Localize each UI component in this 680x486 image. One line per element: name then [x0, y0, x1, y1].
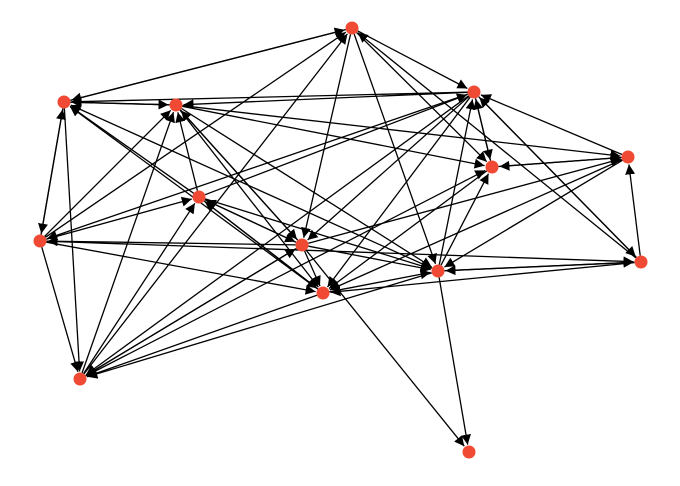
node-n10	[73, 372, 87, 386]
edge-n4-n12	[46, 240, 634, 267]
edge-n6-n4	[47, 236, 296, 247]
edge-n8-n7	[440, 173, 490, 266]
edge-n10-n6	[85, 248, 296, 377]
edge-n2-n8	[181, 107, 433, 268]
nodes-layer	[33, 21, 648, 459]
node-n9	[621, 150, 635, 164]
edge-n8-n10	[87, 272, 432, 379]
node-n2	[169, 98, 183, 112]
node-n7	[485, 160, 499, 174]
edge-n3-n2	[183, 91, 468, 110]
edge-n1-n7	[356, 32, 488, 163]
edge-n4-n0	[40, 109, 66, 235]
edge-n11-n10	[86, 294, 318, 378]
node-n12	[634, 255, 648, 269]
node-n4	[33, 234, 47, 248]
node-n8	[431, 264, 445, 278]
node-n5	[192, 190, 206, 204]
node-n0	[57, 95, 71, 109]
edge-n4-n11	[46, 241, 316, 295]
edge-n7-n11	[328, 170, 488, 290]
edge-n5-n11	[203, 200, 318, 289]
edge-n12-n11	[330, 261, 635, 297]
node-n6	[295, 238, 309, 252]
edge-n4-n10	[41, 247, 80, 372]
edge-n5-n6	[204, 199, 296, 243]
edge-n5-n8	[205, 198, 431, 271]
edge-n4-n2	[44, 109, 172, 237]
edge-n7-n9	[498, 153, 621, 168]
edge-n5-n3	[204, 93, 468, 196]
node-n13	[462, 445, 476, 459]
edge-n9-n3	[480, 94, 623, 156]
node-n3	[467, 85, 481, 99]
edge-n2-n9	[182, 105, 621, 160]
edges-layer	[38, 27, 641, 447]
edge-n12-n8	[445, 261, 635, 276]
edge-n6-n9	[308, 156, 621, 244]
edge-n9-n8	[444, 159, 623, 268]
edge-n12-n1	[357, 32, 637, 259]
edge-n2-n6	[179, 109, 298, 240]
edge-n10-n7	[85, 169, 486, 377]
edge-n9-n11	[329, 159, 623, 291]
edge-n1-n6	[301, 34, 352, 238]
edge-n8-n13	[438, 277, 471, 445]
edge-n1-n0	[71, 28, 346, 103]
edge-n10-n1	[83, 33, 348, 375]
edge-n3-n11	[326, 96, 471, 288]
edge-n8-n3	[438, 99, 476, 265]
edge-n0-n10	[63, 108, 85, 372]
node-n1	[345, 21, 359, 35]
edge-n2-n11	[179, 109, 319, 288]
edge-n5-n2	[175, 112, 199, 191]
edge-n3-n4	[46, 93, 469, 241]
edge-n8-n0	[70, 104, 433, 269]
edge-n12-n9	[625, 164, 641, 256]
edge-n11-n8	[329, 269, 431, 293]
edge-n3-n0	[71, 91, 468, 107]
edge-n2-n7	[182, 105, 485, 169]
edge-n4-n1	[45, 31, 347, 238]
edge-n3-n7	[474, 98, 493, 160]
edge-n4-n5	[46, 196, 192, 240]
node-n11	[316, 286, 330, 300]
edge-n6-n13	[305, 249, 465, 447]
edge-n3-n6	[307, 95, 470, 241]
edge-n10-n5	[83, 202, 196, 374]
edge-n10-n2	[81, 111, 175, 374]
edge-n1-n3	[357, 30, 468, 90]
edge-n0-n2	[70, 99, 169, 110]
